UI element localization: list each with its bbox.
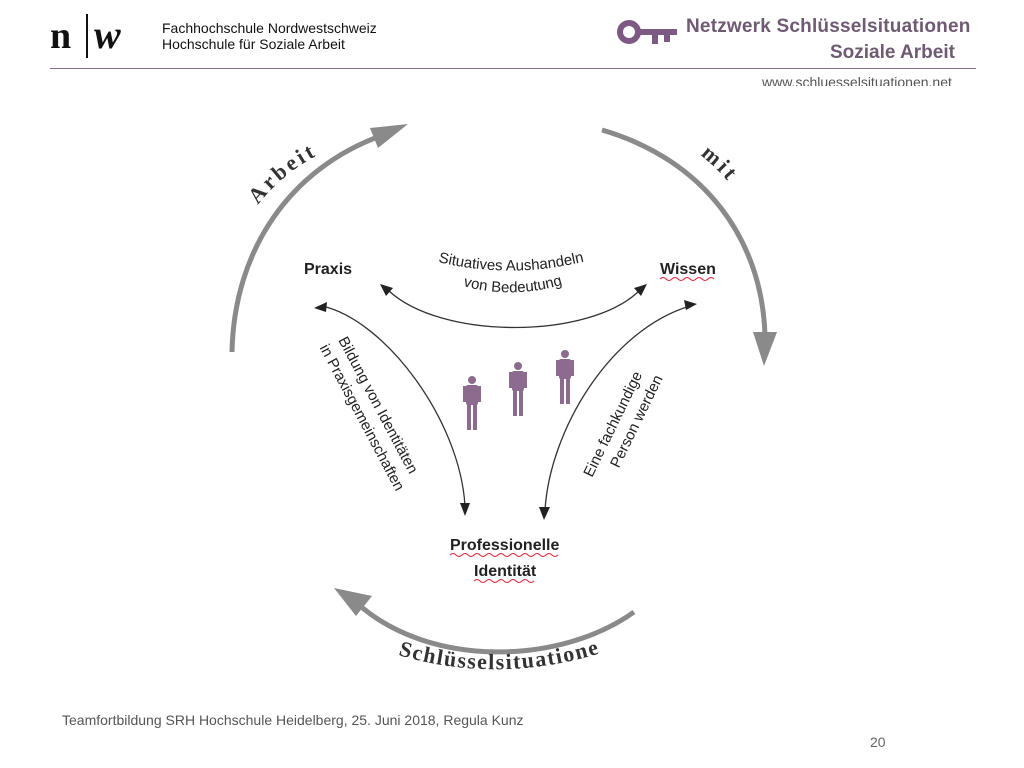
- label-arbeit: Arbeit: [243, 137, 321, 208]
- node-identity-line-2: Identität: [474, 563, 537, 580]
- arrow-praxis-wissen: [387, 289, 641, 329]
- person-icon: [463, 376, 481, 430]
- arrowhead-wissen-icon: [634, 284, 647, 296]
- edge-label-left: Bildung von Identitäten in Praxisgemeins…: [316, 334, 421, 494]
- spellcheck-underline-wissen: [659, 277, 715, 281]
- outer-arc-bottom: [356, 602, 636, 655]
- key-icon: [617, 20, 677, 44]
- institution-line-1: Fachhochschule Nordwestschweiz: [162, 20, 377, 36]
- fhnw-logo: n w: [50, 12, 121, 58]
- arrowhead-praxis-left-icon: [314, 302, 327, 312]
- outer-arc-left: [229, 132, 384, 353]
- arrowhead-identity-left-icon: [460, 503, 470, 516]
- outer-cycle: [229, 124, 777, 655]
- institution-name: Fachhochschule Nordwestschweiz Hochschul…: [162, 20, 377, 52]
- person-icon: [556, 350, 574, 404]
- svg-text:w: w: [94, 12, 121, 57]
- outer-arc-right: [601, 127, 768, 336]
- arrowhead-identity-right-icon: [539, 507, 550, 520]
- footer-text: Teamfortbildung SRH Hochschule Heidelber…: [62, 712, 524, 728]
- arrow-wissen-identity: [544, 305, 691, 511]
- slide-header: n w Fachhochschule Nordwestschweiz Hochs…: [0, 0, 1024, 100]
- person-figures: [463, 350, 574, 430]
- edge-label-top-line-2: von Bedeutung: [462, 272, 564, 296]
- page-number: 20: [870, 734, 886, 750]
- svg-text:n: n: [50, 15, 71, 57]
- arrowhead-top-left-icon: [370, 124, 408, 148]
- institution-line-2: Hochschule für Soziale Arbeit: [162, 36, 345, 52]
- arrowhead-right-icon: [753, 332, 777, 366]
- node-wissen: Wissen: [660, 261, 716, 278]
- arrowhead-wissen-right-icon: [684, 300, 697, 310]
- node-praxis: Praxis: [304, 261, 352, 278]
- edge-label-top-line-1: Situatives Aushandeln: [437, 249, 585, 275]
- header-divider: [50, 68, 976, 69]
- spellcheck-underline-identity: [449, 553, 559, 557]
- network-subtitle: Soziale Arbeit: [830, 42, 955, 63]
- network-title: Netzwerk Schlüsselsituationen: [686, 16, 971, 37]
- arrowhead-bottom-icon: [334, 588, 372, 616]
- person-icon: [509, 362, 527, 416]
- spellcheck-underline-identitaet: [473, 579, 535, 583]
- arrow-praxis-identity: [321, 305, 466, 507]
- inner-arrows: [321, 289, 691, 511]
- network-url[interactable]: www.schluesselsituationen.net: [762, 74, 952, 86]
- label-mit: mit: [697, 140, 745, 187]
- node-identity-line-1: Professionelle: [450, 537, 559, 554]
- arrowhead-praxis-icon: [380, 284, 393, 296]
